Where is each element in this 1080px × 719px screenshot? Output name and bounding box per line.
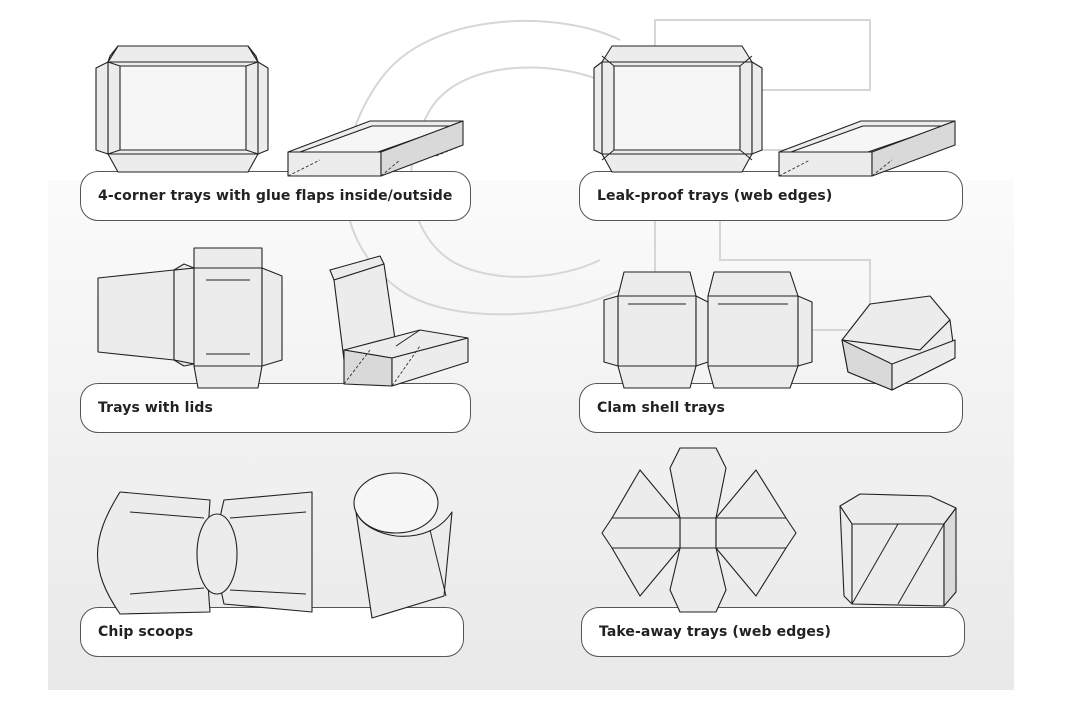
clam-shell-assembled xyxy=(841,295,956,391)
chip-scoop-blank xyxy=(96,491,313,615)
clam-shell-blank xyxy=(603,271,813,389)
caption-corner-trays: 4-corner trays with glue flaps inside/ou… xyxy=(80,171,471,221)
tray-lid-assembled xyxy=(329,255,469,387)
caption-chip-scoops: Chip scoops xyxy=(80,607,464,657)
caption-leak-proof-text: Leak-proof trays (web edges) xyxy=(597,188,833,204)
caption-trays-lids-text: Trays with lids xyxy=(98,400,213,416)
caption-take-away-text: Take-away trays (web edges) xyxy=(599,624,831,640)
leak-proof-blank xyxy=(593,45,763,173)
chip-scoop-assembled xyxy=(353,472,453,619)
caption-chip-scoops-text: Chip scoops xyxy=(98,624,194,640)
tray-lid-blank xyxy=(97,247,283,389)
take-away-blank xyxy=(601,447,797,613)
take-away-assembled xyxy=(839,493,957,607)
corner-tray-blank xyxy=(95,45,269,173)
caption-clam-shell: Clam shell trays xyxy=(579,383,963,433)
caption-corner-trays-text: 4-corner trays with glue flaps inside/ou… xyxy=(98,188,453,204)
caption-trays-lids: Trays with lids xyxy=(80,383,471,433)
caption-clam-shell-text: Clam shell trays xyxy=(597,400,725,416)
leak-proof-assembled xyxy=(778,120,956,177)
caption-take-away: Take-away trays (web edges) xyxy=(581,607,965,657)
corner-tray-assembled xyxy=(287,120,464,177)
caption-leak-proof: Leak-proof trays (web edges) xyxy=(579,171,963,221)
